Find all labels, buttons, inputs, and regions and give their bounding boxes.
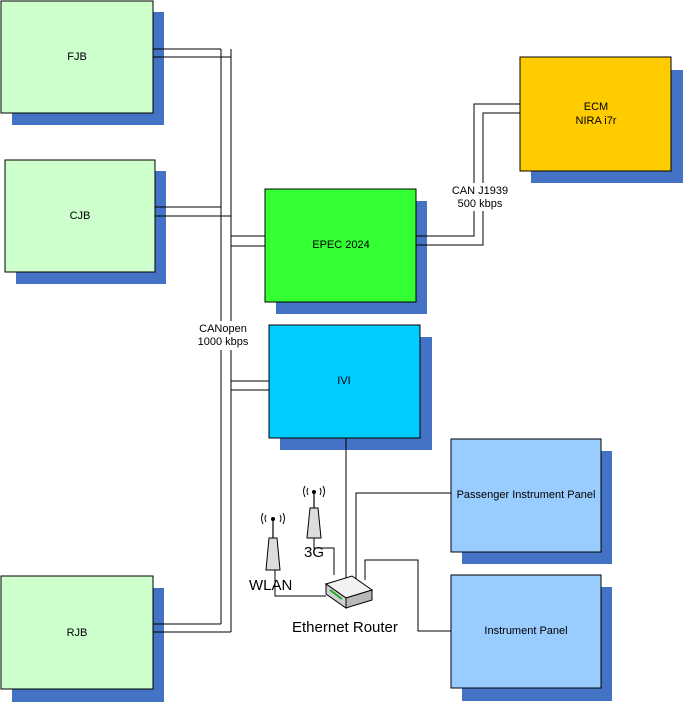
fjb-box (0, 0, 154, 114)
fjb-block: FJB (0, 0, 164, 125)
ivi-label: IVI (337, 375, 350, 387)
ecm-box (519, 56, 672, 172)
instrument-panel-block: Instrument Panel (450, 574, 612, 701)
epec-label: EPEC 2024 (312, 239, 369, 251)
ecm-block: ECM NIRA i7r (519, 56, 683, 183)
canopen-label-line1: CANopen (199, 323, 247, 335)
ivi-block: IVI (268, 324, 432, 450)
j1939-bus (416, 103, 520, 246)
j1939-label-line1: CAN J1939 (452, 185, 508, 197)
epec-block: EPEC 2024 (264, 188, 427, 314)
threeg-link (313, 538, 335, 575)
passenger-panel-block: Passenger Instrument Panel (450, 438, 612, 564)
router-icon (324, 575, 374, 609)
canopen-label-line2: 1000 kbps (198, 336, 249, 348)
passenger-panel-label: Passenger Instrument Panel (457, 489, 596, 501)
rjb-label: RJB (67, 627, 88, 639)
fjb-label: FJB (67, 51, 87, 63)
wlan-link (274, 569, 326, 597)
cjb-label: CJB (70, 210, 91, 222)
passenger-panel-box (450, 438, 602, 553)
j1939-label-bg (450, 183, 510, 211)
ecm-label-line2: NIRA i7r (576, 115, 617, 127)
rjb-block: RJB (0, 575, 164, 702)
antenna-icon (261, 512, 285, 571)
instrument-panel-box (450, 574, 602, 689)
wlan-label: WLAN (249, 577, 292, 594)
ivi-box (268, 324, 421, 439)
ecm-label-line1: ECM (584, 101, 608, 113)
epec-box (264, 188, 417, 303)
threeg-label: 3G (304, 544, 324, 561)
instrument-panel-link (364, 559, 451, 632)
j1939-label-line2: 500 kbps (458, 198, 503, 210)
cjb-block: CJB (4, 159, 166, 284)
j1939-rail-b (416, 112, 520, 246)
j1939-rail-a (416, 103, 520, 237)
instrument-panel-label: Instrument Panel (484, 625, 567, 637)
ethernet-links (274, 438, 451, 632)
rjb-box (0, 575, 154, 690)
antenna-icon (303, 485, 325, 539)
router-label: Ethernet Router (292, 619, 398, 636)
passenger-panel-link (355, 492, 451, 580)
canopen-label-bg (196, 321, 252, 350)
